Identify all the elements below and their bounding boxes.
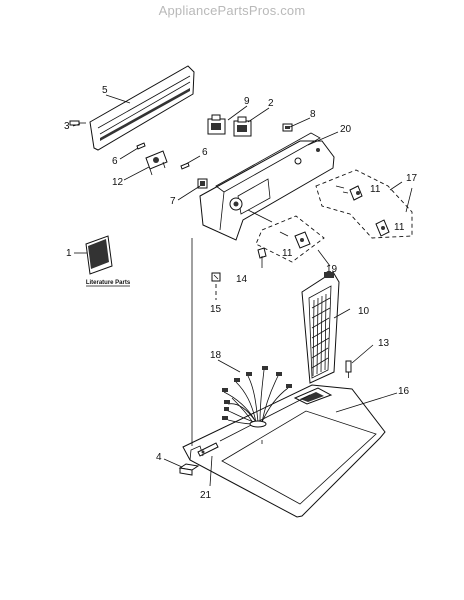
callout-15: 15 — [210, 304, 222, 315]
callout-17: 17 — [406, 173, 418, 184]
part-5-console-overlay[interactable] — [89, 65, 195, 151]
callout-12: 12 — [112, 177, 124, 188]
callout-16: 16 — [398, 386, 410, 397]
callout-2: 2 — [268, 98, 274, 109]
callout-19: 19 — [326, 264, 338, 275]
callout-11-b: 11 — [394, 222, 405, 233]
part-13-screw[interactable] — [345, 360, 352, 378]
callout-18: 18 — [210, 350, 222, 361]
part-4-cap[interactable] — [178, 463, 200, 476]
callout-20: 20 — [340, 124, 352, 135]
callout-21: 21 — [200, 490, 212, 501]
part-15-clip[interactable] — [211, 272, 221, 282]
callout-6-left: 6 — [112, 156, 118, 167]
callout-11-a: 11 — [370, 184, 381, 195]
site-watermark-title: AppliancePartsPros.com — [158, 3, 306, 18]
part-9-switch[interactable] — [207, 114, 226, 135]
part-7-clip[interactable] — [197, 178, 208, 189]
literature-label: Literature Parts — [86, 280, 131, 287]
part-12-bracket[interactable] — [145, 150, 168, 176]
part-2-switch[interactable] — [233, 116, 252, 137]
part-6-screw-left[interactable] — [136, 142, 146, 150]
part-11-knob-group-right[interactable] — [315, 169, 413, 239]
part-11-knob-group-center[interactable] — [255, 215, 325, 263]
callout-9: 9 — [244, 96, 250, 107]
callout-3: 3 — [64, 121, 70, 132]
callout-8: 8 — [310, 109, 316, 120]
callout-4: 4 — [156, 452, 162, 463]
svg-text:Literature Parts: Literature Parts — [86, 280, 131, 286]
part-18-wire-harness[interactable] — [222, 366, 292, 428]
leader-lines — [72, 94, 413, 487]
callout-labels: 5 3 9 2 8 20 6 6 12 7 11 17 11 11 1 19 1… — [64, 85, 418, 501]
part-16-top-panel[interactable] — [182, 384, 386, 518]
callout-13: 13 — [378, 338, 390, 349]
part-6-screw-right[interactable] — [180, 162, 190, 170]
callout-10: 10 — [358, 306, 370, 317]
part-8-clip[interactable] — [282, 123, 293, 132]
callout-1: 1 — [66, 248, 72, 259]
callout-5: 5 — [102, 85, 108, 96]
callout-6-right: 6 — [202, 147, 208, 158]
part-20-console[interactable] — [199, 132, 335, 241]
callout-7: 7 — [170, 196, 176, 207]
part-14-clip[interactable] — [257, 247, 267, 259]
callout-14: 14 — [236, 274, 248, 285]
part-21-bracket[interactable] — [197, 442, 219, 457]
part-3-screw[interactable] — [69, 120, 86, 126]
part-1-literature[interactable] — [85, 235, 113, 275]
part-10-lint-filter[interactable] — [301, 271, 340, 384]
callout-11-c: 11 — [282, 248, 293, 259]
